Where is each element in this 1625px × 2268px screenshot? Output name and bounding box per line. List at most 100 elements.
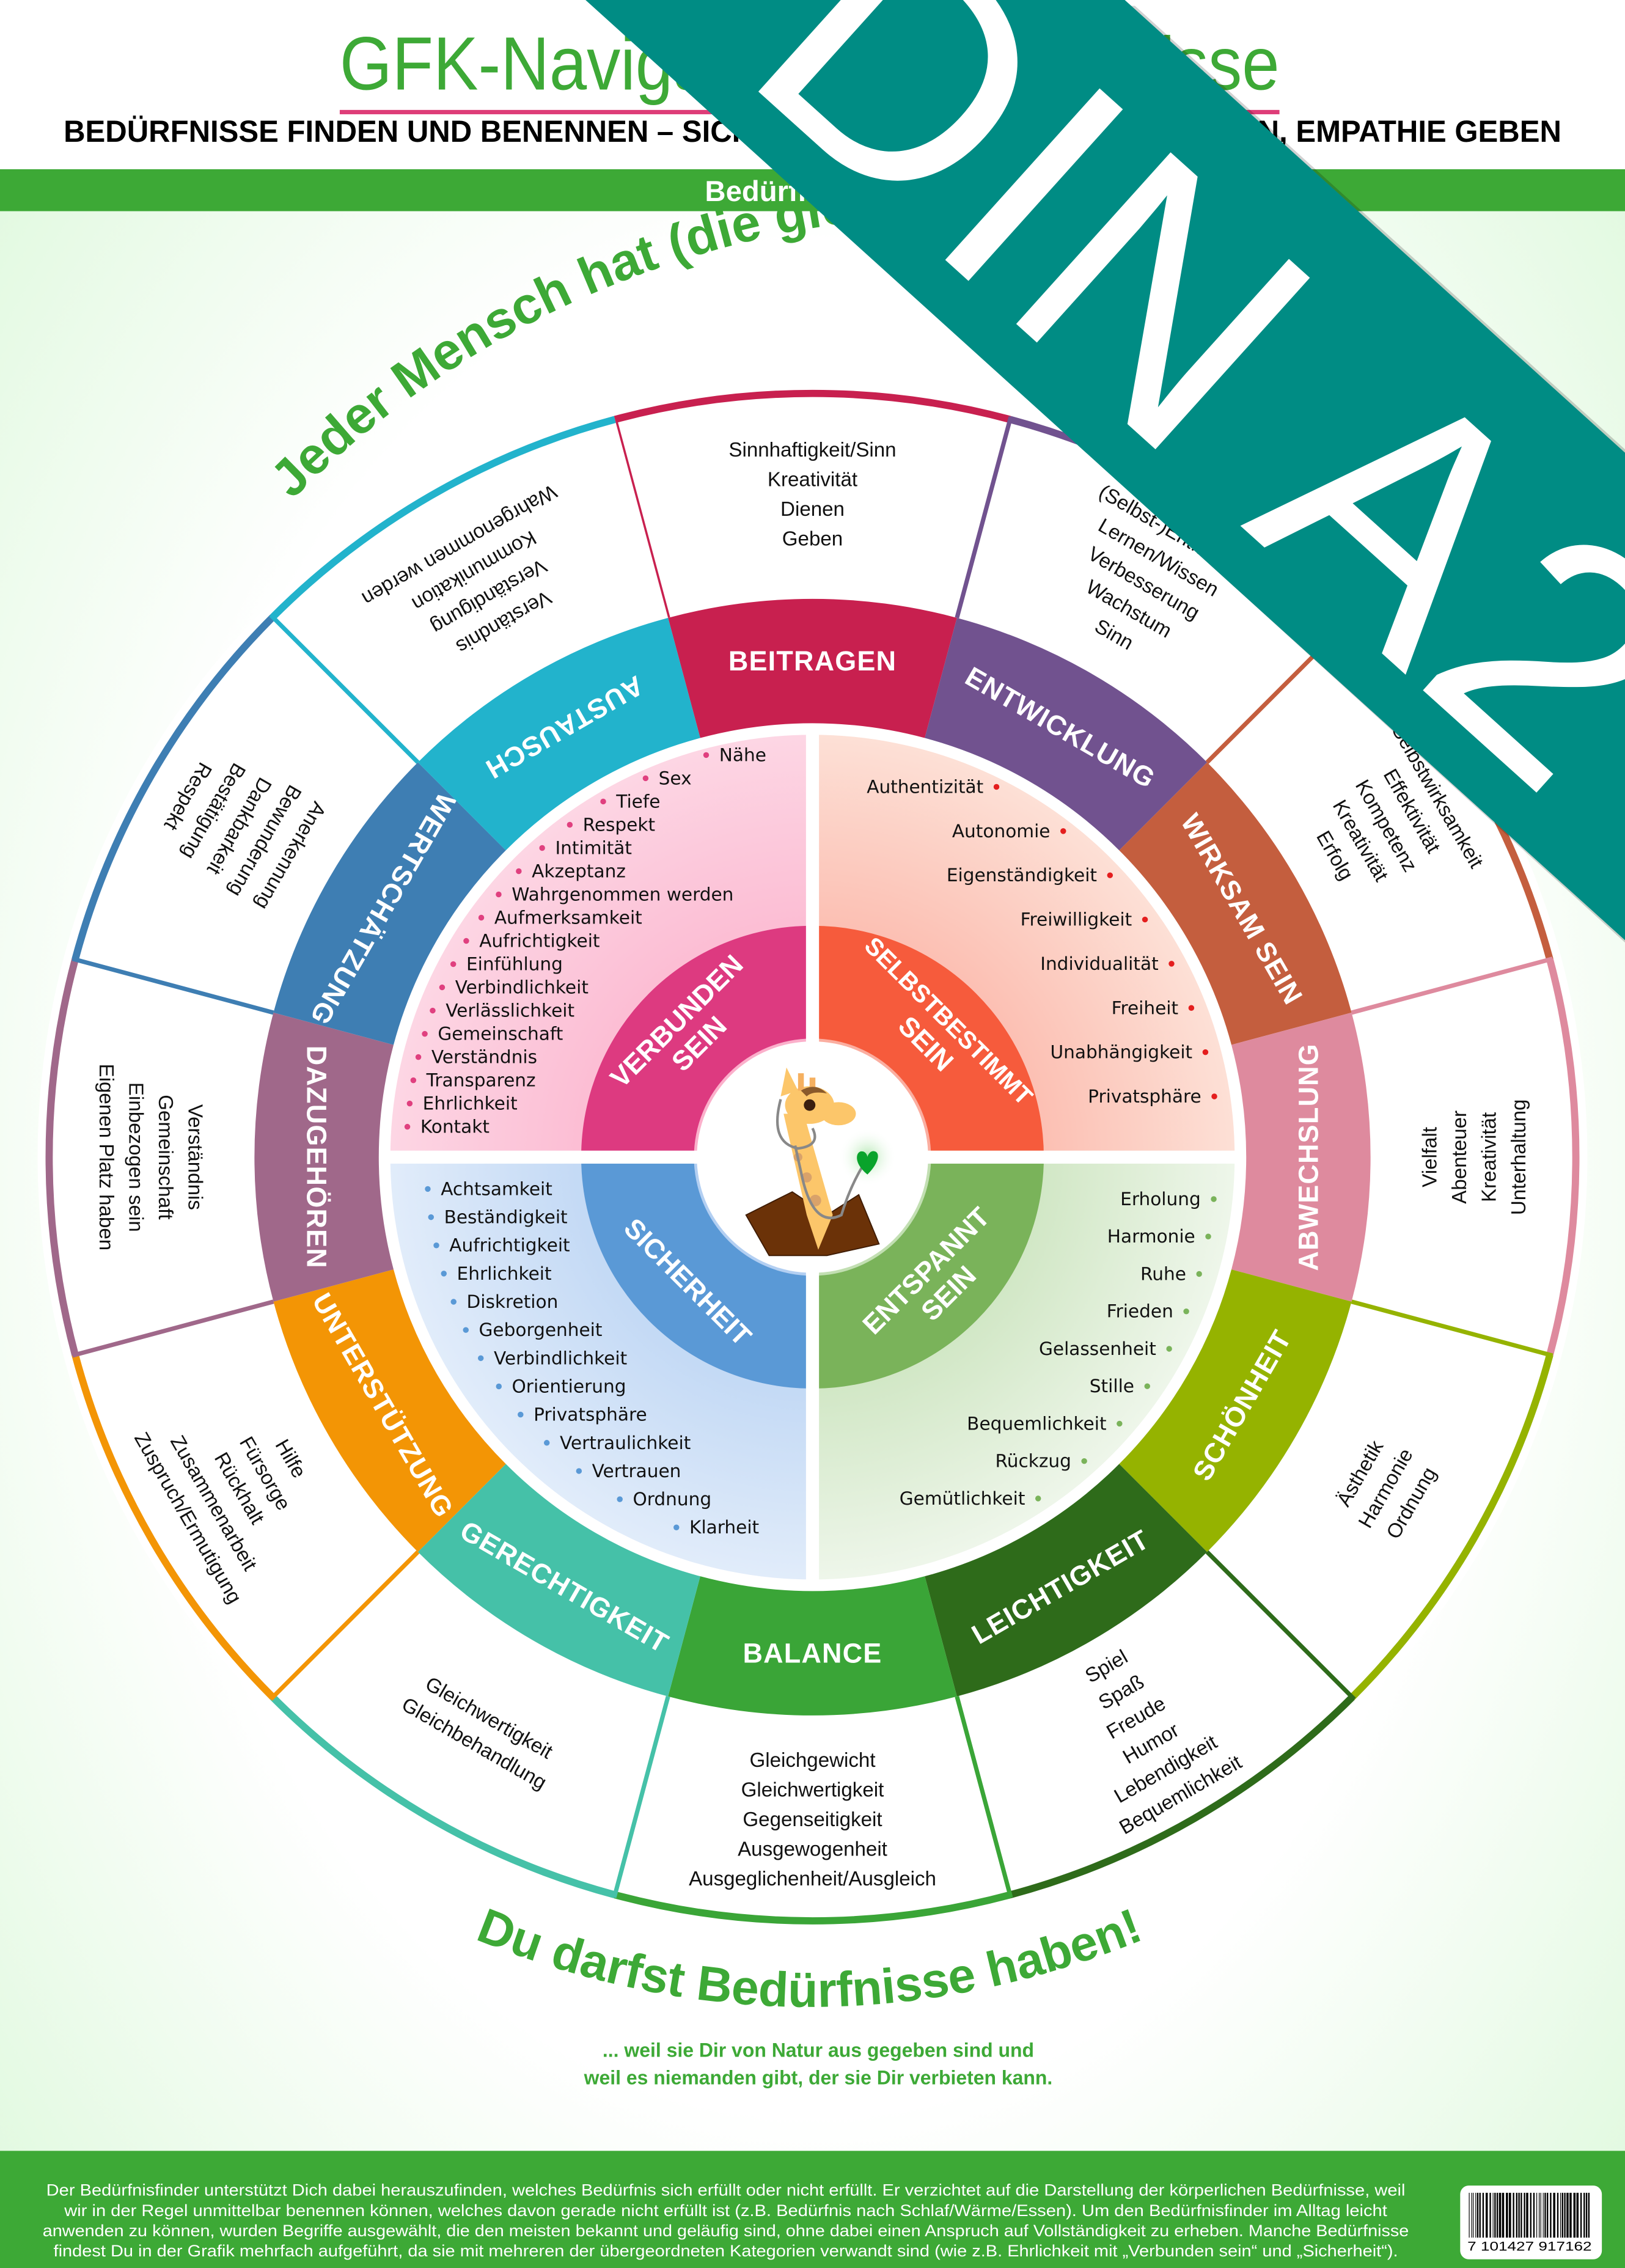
core-need-item[interactable]: Frieden <box>1107 1301 1189 1322</box>
core-need-item[interactable]: Rückzug <box>996 1451 1087 1472</box>
core-need-item[interactable]: Verbindlichkeit <box>439 977 589 998</box>
core-need-item[interactable]: Privatsphäre <box>1088 1086 1217 1107</box>
category-austausch[interactable]: AUSTAUSCHVerständnisVerständigungKommuni… <box>269 416 700 851</box>
core-need-label: Ehrlichkeit <box>457 1263 552 1284</box>
category-needs-list: Vielfalt Abenteuer Kreativität Unterhaltung <box>1419 1099 1530 1216</box>
need-item[interactable]: Gemeinschaft <box>154 1095 177 1219</box>
core-need-sicherheit: AchtsamkeitBeständigkeitAufrichtigkeitEh… <box>390 1157 813 1580</box>
category-gerechtigkeit[interactable]: GERECHTIGKEITGleichwertigkeitGleichbehan… <box>270 1464 700 1899</box>
core-need-item[interactable]: Respekt <box>567 814 655 835</box>
category-balance[interactable]: BALANCEGleichgewichtGleichwertigkeitGege… <box>614 1576 1013 1925</box>
core-need-item[interactable]: Gemütlichkeit <box>900 1488 1041 1509</box>
need-item[interactable]: Sinnhaftigkeit/Sinn <box>728 439 896 461</box>
core-need-item[interactable]: Aufrichtigkeit <box>463 931 600 952</box>
core-need-item[interactable]: Freiwilligkeit <box>1021 909 1148 930</box>
core-need-item[interactable]: Einfühlung <box>450 954 563 975</box>
core-need-item[interactable]: Vertrauen <box>576 1461 681 1481</box>
need-item[interactable]: Gleichgewicht <box>749 1749 875 1772</box>
core-need-item[interactable]: Klarheit <box>673 1517 759 1538</box>
core-need-item[interactable]: Erholung <box>1120 1189 1217 1209</box>
core-need-item[interactable]: Sex <box>642 768 692 788</box>
bullet-icon <box>410 1077 417 1084</box>
core-ring-segment[interactable] <box>812 1157 1044 1389</box>
core-need-item[interactable]: Eigenständigkeit <box>947 865 1113 886</box>
slogan-subline-1: ... weil sie Dir von Natur aus gegeben s… <box>603 2039 1034 2061</box>
need-item[interactable]: Ausgeglichenheit/Ausgleich <box>689 1868 936 1890</box>
core-need-item[interactable]: Unabhängigkeit <box>1051 1042 1209 1063</box>
need-item[interactable]: Dienen <box>780 498 845 521</box>
core-need-item[interactable]: Beständigkeit <box>428 1207 568 1228</box>
need-item[interactable]: Ausgewogenheit <box>738 1838 887 1860</box>
core-need-item[interactable]: Orientierung <box>496 1376 626 1396</box>
category-rim <box>1349 1354 1553 1700</box>
core-need-item[interactable]: Gemeinschaft <box>422 1024 563 1044</box>
category-beitragen[interactable]: BEITRAGENSinnhaftigkeit/SinnKreativitätD… <box>612 389 1011 738</box>
core-need-item[interactable]: Individualität <box>1040 953 1175 974</box>
core-need-item[interactable]: Ordnung <box>617 1489 711 1510</box>
core-need-item[interactable]: Geborgenheit <box>463 1319 603 1340</box>
core-need-item[interactable]: Akzeptanz <box>516 861 626 882</box>
need-item[interactable]: Gleichwertigkeit <box>741 1778 884 1801</box>
need-item[interactable]: Unterhaltung <box>1508 1099 1530 1216</box>
core-need-item[interactable]: Vertraulichkeit <box>543 1433 691 1453</box>
core-need-item[interactable]: Transparenz <box>410 1070 536 1091</box>
need-item[interactable]: Eigenen Platz haben <box>95 1064 117 1251</box>
category-dazugehören[interactable]: DAZUGEHÖRENVerständnisGemeinschaftEinbez… <box>45 958 394 1358</box>
slogan-subline-2: weil es niemanden gibt, der sie Dir verb… <box>584 2066 1053 2088</box>
category-band <box>925 1464 1208 1697</box>
category-segment <box>46 958 274 1356</box>
core-need-item[interactable]: Nähe <box>703 744 766 765</box>
core-ring-segment[interactable] <box>581 1157 813 1389</box>
need-item[interactable]: Vielfalt <box>1419 1127 1442 1187</box>
need-item[interactable]: Einbezogen sein <box>124 1082 147 1232</box>
core-need-item[interactable]: Bequemlichkeit <box>967 1413 1123 1434</box>
core-need-item[interactable]: Aufrichtigkeit <box>433 1235 570 1256</box>
core-need-label: Transparenz <box>426 1070 536 1091</box>
barcode-bar <box>1479 2192 1481 2238</box>
core-need-item[interactable]: Aufmerksamkeit <box>478 908 642 928</box>
bullet-icon <box>1168 961 1175 967</box>
core-need-item[interactable]: Ehrlichkeit <box>406 1093 518 1114</box>
core-need-label: Autonomie <box>952 821 1051 842</box>
need-item[interactable]: Gegenseitigkeit <box>743 1808 882 1831</box>
core-need-verbunden-sein: NäheSexTiefeRespektIntimitätAkzeptanzWah… <box>390 735 813 1158</box>
core-need-item[interactable]: Intimität <box>539 837 632 858</box>
core-ring-segment[interactable] <box>581 925 813 1158</box>
core-need-item[interactable]: Privatsphäre <box>518 1404 647 1425</box>
barcode-bar <box>1580 2192 1582 2238</box>
core-need-label: Stille <box>1090 1376 1134 1396</box>
core-need-item[interactable]: Freiheit <box>1112 997 1195 1018</box>
core-need-label: Nähe <box>719 744 766 765</box>
core-need-item[interactable]: Tiefe <box>600 791 660 812</box>
category-divider <box>1205 1550 1356 1701</box>
core-need-label: Privatsphäre <box>534 1404 647 1425</box>
core-need-item[interactable]: Autonomie <box>952 821 1066 842</box>
need-item[interactable]: Verständnis <box>183 1104 206 1210</box>
core-need-item[interactable]: Verständnis <box>415 1047 537 1068</box>
need-item[interactable]: Geben <box>782 528 843 551</box>
need-item[interactable]: Abenteuer <box>1448 1110 1471 1204</box>
category-divider <box>269 613 420 764</box>
core-need-item[interactable]: Diskretion <box>450 1291 559 1312</box>
core-need-item[interactable]: Achtsamkeit <box>425 1178 552 1199</box>
core-need-item[interactable]: Ehrlichkeit <box>441 1263 552 1284</box>
core-need-item[interactable]: Kontakt <box>404 1117 490 1137</box>
need-item[interactable]: Kreativität <box>1478 1112 1501 1202</box>
core-need-item[interactable]: Stille <box>1090 1376 1150 1396</box>
core-need-item[interactable]: Verbindlichkeit <box>477 1348 627 1368</box>
core-need-item[interactable]: Verlässlichkeit <box>430 1000 574 1021</box>
core-need-item[interactable]: Ruhe <box>1140 1263 1202 1284</box>
core-ring-segment[interactable] <box>812 925 1044 1158</box>
barcode-bar <box>1513 2192 1514 2238</box>
core-need-item[interactable]: Wahrgenommen werden <box>496 884 733 905</box>
core-need-item[interactable]: Harmonie <box>1107 1226 1211 1247</box>
bullet-icon <box>415 1054 422 1060</box>
core-need-item[interactable]: Authentizität <box>867 776 1000 797</box>
bullet-icon <box>703 752 710 758</box>
stethoscope <box>776 1099 866 1219</box>
need-item[interactable]: Kreativität <box>768 469 857 491</box>
category-divider <box>1351 1299 1553 1358</box>
core-need-item[interactable]: Gelassenheit <box>1039 1338 1172 1359</box>
